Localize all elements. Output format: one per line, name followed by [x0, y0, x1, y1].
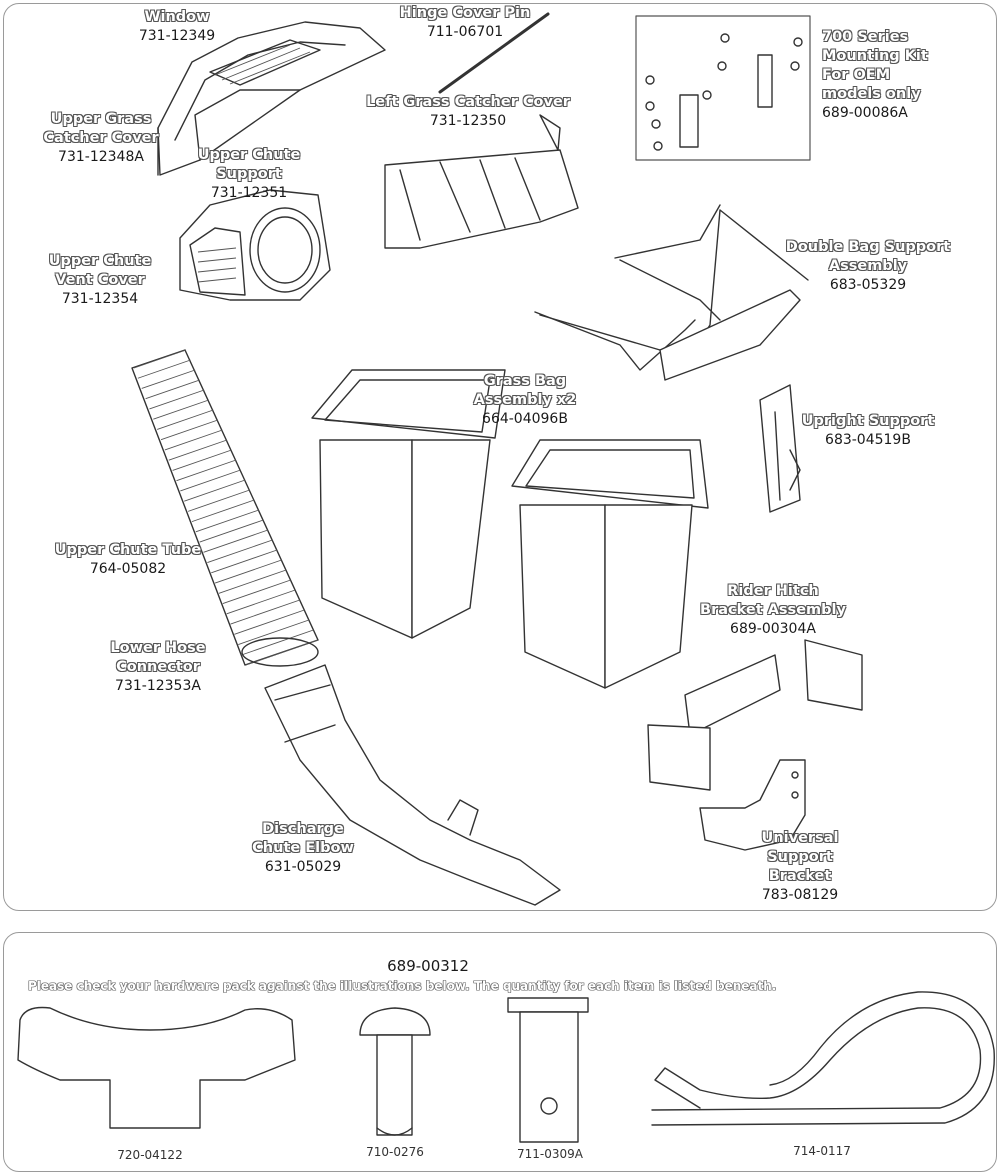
tube-ring [149, 389, 205, 410]
grass-bag-drawing-2 [511, 439, 709, 689]
hardware-number-wing-nut: 720-04122 [117, 1148, 183, 1162]
mounting-kit-drawing [645, 33, 803, 151]
hardware-kit-number: 689-00312 [387, 957, 469, 975]
label-upper-chute-tube: Upper Chute Tube 764-05082 [54, 542, 202, 577]
wing-nut-icon [17, 1006, 296, 1129]
label-upper-grass-catcher-cover: Upper Grass Catcher Cover 731-12348A [43, 111, 159, 165]
grass-bag-drawing-1 [311, 369, 506, 639]
double-bag-support-drawing [534, 204, 809, 381]
tube-ring [187, 489, 250, 512]
label-lower-hose-connector: Lower Hose Connector 731-12353A [110, 640, 206, 694]
tube-ring [180, 469, 241, 492]
label-grass-bag: Grass Bag Assembly x2 664-04096B [473, 373, 577, 427]
label-mounting-kit: 700 Series Mounting Kit For OEM models o… [822, 29, 928, 121]
hairpin-clip-icon [651, 991, 995, 1126]
tube-ring [226, 589, 296, 615]
clevis-pin-icon [359, 1007, 431, 1136]
label-universal-support-bracket: Universal Support Bracket 783-08129 [761, 830, 839, 903]
tube-ring [160, 419, 219, 441]
upper-chute-support-drawing [179, 189, 331, 301]
label-discharge-chute-elbow: Discharge Chute Elbow 631-05029 [252, 821, 354, 875]
tube-ring [157, 409, 214, 430]
hardware-number-hairpin-clip: 714-0117 [793, 1144, 851, 1158]
tube-ring [222, 579, 291, 604]
label-hinge-cover-pin: Hinge Cover Pin 711-06701 [399, 5, 531, 40]
tube-ring [153, 399, 209, 420]
tube-ring [241, 629, 314, 656]
label-upper-chute-support: Upper Chute Support 731-12351 [197, 147, 301, 201]
upright-support-drawing [759, 384, 801, 513]
tube-ring [141, 369, 196, 389]
tube-ring [199, 519, 264, 543]
tube-ring [203, 529, 269, 553]
label-double-bag-support: Double Bag Support Assembly 683-05329 [785, 239, 951, 293]
tube-ring [137, 359, 191, 379]
tube-ring [230, 599, 300, 625]
label-left-grass-catcher-cover: Left Grass Catcher Cover 731-12350 [366, 94, 570, 129]
tube-ring [245, 639, 319, 666]
label-upper-chute-vent-cover: Upper Chute Vent Cover 731-12354 [48, 253, 152, 307]
rider-hitch-bracket-drawing [647, 639, 863, 791]
tube-ring [191, 499, 255, 523]
upper-chute-tube-drawing [131, 349, 319, 667]
tube-ring [133, 349, 187, 369]
tube-ring [218, 569, 287, 594]
hardware-number-clevis-pin: 710-0276 [366, 1145, 424, 1159]
discharge-chute-elbow-drawing [264, 664, 561, 906]
left-grass-catcher-cover-drawing [384, 114, 579, 249]
tube-ring [164, 429, 223, 451]
tube-ring [184, 479, 246, 502]
tube-ring [195, 509, 259, 533]
tube-ring [211, 549, 278, 574]
tube-ring [214, 559, 282, 584]
hardware-number-hitch-pin: 711-0309A [517, 1147, 583, 1161]
tube-ring [145, 379, 200, 400]
mounting-kit-box [635, 15, 811, 161]
tube-ring [172, 449, 232, 471]
label-upright-support: Upright Support 683-04519B [801, 413, 935, 448]
hitch-pin-icon [507, 997, 589, 1143]
hinge-cover-pin-drawing [438, 12, 550, 94]
upper-grass-catcher-cover-drawing [157, 21, 386, 176]
label-rider-hitch-bracket: Rider Hitch Bracket Assembly 689-00304A [700, 583, 846, 637]
label-window: Window 731-12349 [138, 9, 216, 44]
universal-support-bracket-drawing [699, 759, 806, 851]
tube-ring [238, 619, 310, 645]
hardware-instructions: Please check your hardware pack against … [28, 979, 777, 993]
tube-ring [234, 609, 305, 635]
parts-panel [3, 3, 997, 911]
tube-ring [176, 459, 237, 482]
tube-ring [207, 539, 273, 564]
tube-ring [168, 439, 228, 461]
